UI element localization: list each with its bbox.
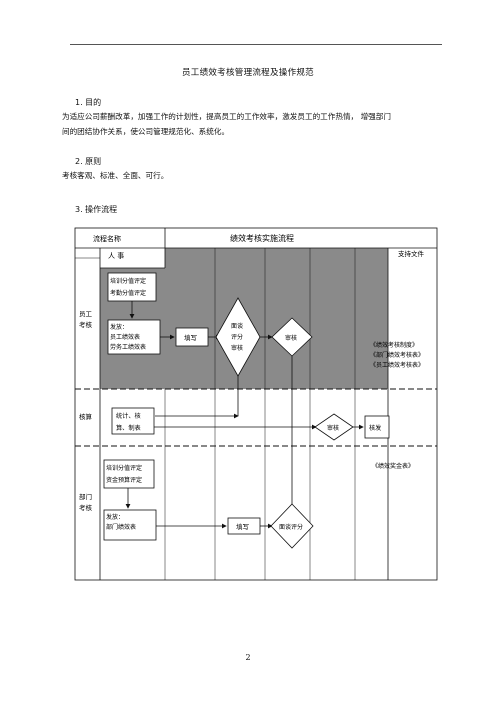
header-name-label: 流程名称 (93, 234, 121, 243)
lane-dept-label-2: 考核 (79, 503, 93, 512)
hr-shaded-area-left (100, 268, 165, 389)
staff-fill-box (175, 327, 209, 347)
section-2-heading: 2. 原则 (75, 157, 102, 166)
staff-box-scoring-line-1: 培训分值评定 (110, 277, 146, 285)
accounting-review-diamond (314, 413, 354, 441)
flow-frame (74, 227, 438, 581)
accounting-box-line-1: 统计、核 (116, 412, 141, 420)
staff-box-issue (107, 319, 161, 355)
docs-column-label: 支持文件 (398, 249, 425, 258)
staff-approval-label: 审核 (285, 334, 297, 342)
staff-diamond-line-1: 面谈 (231, 322, 243, 330)
dept-box-issue-line-2: 部门绩效表 (106, 523, 136, 531)
lane-dept-label-1: 部门 (79, 492, 92, 501)
staff-review-diamond (215, 297, 261, 377)
issue-box (364, 415, 390, 439)
staff-box-scoring-line-2: 考勤分值评定 (110, 289, 146, 297)
doc-title: 员工绩效考核管理流程及操作规范 (181, 68, 314, 78)
accounting-box (111, 407, 155, 435)
section-1-heading: 1. 目的 (75, 98, 102, 107)
grid-columns (164, 248, 356, 580)
lane-staff-label-2: 考核 (79, 320, 93, 329)
staff-box-issue-line-1: 发放： (110, 323, 128, 331)
dept-fill-box (227, 517, 261, 535)
doc-performance-policy: 《绩效考核制度》 (370, 341, 418, 349)
section-2-line-1: 考核客观、标准、全面、可行。 (62, 171, 169, 180)
header-flow-title: 绩效考核实施流程 (230, 233, 294, 243)
section-1-line-1: 为适应公司薪酬改革，加强工作的计划性，提高员工的工作效率，激发员工的工作热情， … (62, 112, 391, 121)
hr-shaded-area-right (165, 248, 388, 389)
accounting-review-label: 审核 (327, 424, 339, 432)
lane-staff-label-1: 员工 (79, 310, 93, 318)
dept-diamond-label: 面谈评分 (279, 523, 303, 531)
section-1-line-2: 间的团结协作关系，使公司管理规范化、系统化。 (62, 127, 230, 136)
page-number: 2 (245, 653, 251, 662)
staff-diamond-line-3: 审核 (231, 344, 243, 352)
dept-box-scoring-line-1: 培训分值评定 (106, 464, 142, 472)
staff-diamond-line-2: 评分 (231, 333, 243, 341)
dept-box-scoring (103, 459, 155, 489)
section-2-text: 考核客观、标准、全面、可行。 (62, 168, 446, 183)
accounting-box-line-2: 算、制表 (116, 424, 141, 432)
staff-box-scoring (107, 272, 157, 302)
dept-interview-diamond (270, 503, 314, 549)
dept-box-scoring-line-2: 资金预算评定 (106, 476, 142, 484)
dept-box-issue (103, 509, 157, 541)
staff-fill-label: 填写 (184, 333, 197, 342)
doc-staff-assessment-form: 《员工绩效考核表》 (370, 361, 424, 369)
staff-box-issue-line-2: 员工绩效表 (110, 333, 140, 341)
staff-approval-diamond (271, 317, 313, 357)
header-rule (70, 44, 442, 45)
section-1-text: 为适应公司薪酬改革，加强工作的计划性，提高员工的工作效率，激发员工的工作热情， … (62, 109, 446, 139)
doc-bonus-form: 《绩效奖金表》 (372, 462, 414, 470)
lane-accounting-label: 核算 (79, 412, 93, 421)
hr-label-cell (100, 248, 165, 268)
dept-box-issue-line-1: 发放： (106, 513, 124, 521)
staff-box-issue-line-3: 劳务工绩效表 (110, 343, 146, 351)
dept-fill-label: 填写 (236, 522, 249, 531)
issue-label: 核发 (369, 424, 381, 432)
doc-dept-assessment-form: 《部门绩效考核表》 (370, 351, 424, 359)
section-3-heading: 3. 操作流程 (75, 205, 118, 214)
hr-column-label: 人 事 (108, 251, 124, 260)
